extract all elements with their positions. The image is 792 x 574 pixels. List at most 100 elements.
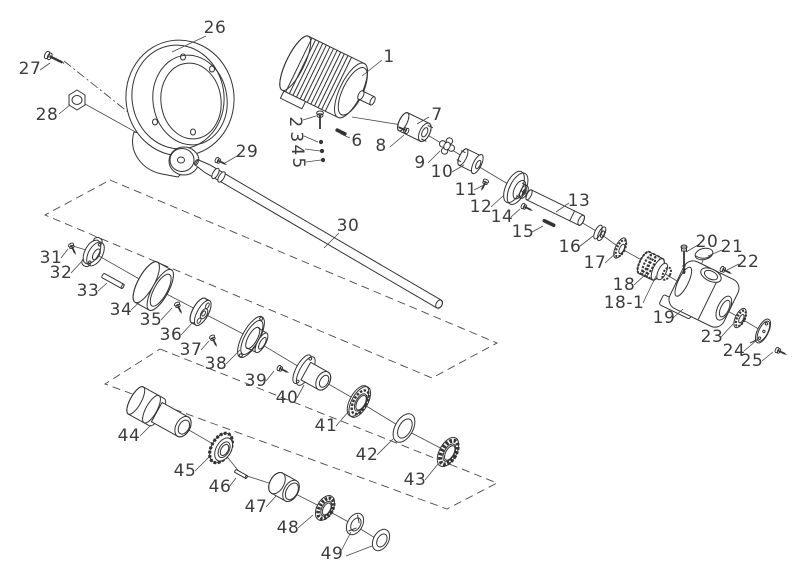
part-28-nut <box>68 89 86 111</box>
part-label-39: 39 <box>245 371 268 391</box>
part-43-bearing <box>436 436 460 468</box>
part-31-screw <box>66 241 80 257</box>
part-label-43: 43 <box>404 470 427 490</box>
part-47-bushing <box>268 472 300 502</box>
part-label-45: 45 <box>174 461 197 481</box>
part-label-29: 29 <box>236 142 259 162</box>
part-12-flanged-hub <box>503 170 529 205</box>
phantom-outline-upper <box>43 179 499 379</box>
part-33-pin <box>101 273 125 289</box>
part-label-22: 22 <box>737 252 760 272</box>
part-label-36: 36 <box>160 325 183 345</box>
part-13-shaft <box>525 189 585 226</box>
part-37-screw <box>207 333 221 349</box>
part-label-34: 34 <box>110 300 133 320</box>
part-label-14: 14 <box>491 207 514 227</box>
part-label-9: 9 <box>414 153 425 173</box>
part-48-bearing <box>314 495 336 521</box>
part-label-32: 32 <box>50 263 73 283</box>
part-20-bolt <box>680 244 688 274</box>
part-label-41: 41 <box>315 416 338 436</box>
part-45-gear <box>208 431 234 465</box>
part-label-49: 49 <box>321 544 344 564</box>
part-label-16: 16 <box>559 237 582 257</box>
part-41-bearing <box>346 385 372 418</box>
part-9-coupling-spider <box>438 137 456 155</box>
part-14-screw <box>519 201 535 215</box>
part-40-sleeve <box>292 354 332 391</box>
part-label-11: 11 <box>455 180 478 200</box>
part-label-10: 10 <box>431 162 454 182</box>
part-label-35: 35 <box>140 310 163 330</box>
part-label-17: 17 <box>584 253 607 273</box>
part-label-42: 42 <box>356 445 379 465</box>
part-labels: 1 2 3 4 5 6 7 8 9 10 11 12 13 14 15 16 1… <box>19 18 764 564</box>
part-label-26: 26 <box>204 18 227 38</box>
part-38-flange <box>237 315 269 359</box>
part-30-lead-shaft <box>193 159 444 309</box>
part-label-4: 4 <box>287 144 307 155</box>
part-label-13: 13 <box>568 191 591 211</box>
part-label-2: 2 <box>285 116 305 127</box>
part-label-46: 46 <box>209 477 232 497</box>
part-23-bearing <box>733 307 748 329</box>
part-label-18: 18 <box>613 275 636 295</box>
part-35-screw <box>172 300 186 316</box>
part-1-motor <box>279 35 376 119</box>
part-49-washer-b <box>371 528 391 552</box>
part-7-coupling-half <box>397 112 434 143</box>
part-label-24: 24 <box>723 341 746 361</box>
part-6-key <box>335 128 347 136</box>
part-29-screw <box>213 155 229 169</box>
part-10-coupling-half <box>456 148 484 175</box>
part-label-25: 25 <box>741 351 764 371</box>
part-18-1-gear <box>661 266 672 281</box>
part-17-bearing <box>613 237 628 259</box>
part-label-7: 7 <box>431 105 442 125</box>
part-label-47: 47 <box>245 497 268 517</box>
part-2-bolt <box>316 110 324 129</box>
part-44-stepped-shaft <box>126 386 192 438</box>
part-16-flange-nut <box>593 224 607 242</box>
part-5-washer <box>320 157 326 163</box>
part-label-12: 12 <box>470 197 493 217</box>
part-label-44: 44 <box>118 426 141 446</box>
part-26-headstock-housing <box>125 39 235 178</box>
part-24-end-cover <box>750 318 772 344</box>
part-46-pin <box>234 469 248 479</box>
part-36-spoked-hub <box>189 297 212 327</box>
part-27-screw <box>43 50 65 64</box>
part-label-15: 15 <box>512 222 535 242</box>
part-label-38: 38 <box>205 354 228 374</box>
part-label-37: 37 <box>180 340 203 360</box>
part-15-key <box>542 218 556 228</box>
part-4-washer <box>319 148 325 154</box>
part-25-screw <box>773 345 789 359</box>
part-11-screw <box>477 177 491 193</box>
part-18-step-pulley <box>636 250 672 281</box>
part-label-1: 1 <box>383 47 394 67</box>
part-3-washer <box>318 139 324 145</box>
part-label-6: 6 <box>351 131 362 151</box>
part-label-28: 28 <box>36 105 59 125</box>
part-label-3: 3 <box>286 131 306 142</box>
part-label-33: 33 <box>77 281 100 301</box>
part-21-oval-cap <box>694 247 714 261</box>
part-label-20: 20 <box>696 232 719 252</box>
part-42-ring <box>392 413 416 443</box>
phantom-outline-lower <box>103 348 499 510</box>
part-49-washer-a <box>345 512 365 536</box>
part-19-gearbox-housing <box>659 260 740 328</box>
part-label-21: 21 <box>721 237 744 257</box>
leader-lines <box>39 35 774 557</box>
part-label-40: 40 <box>276 388 299 408</box>
part-label-8: 8 <box>375 136 386 156</box>
part-label-18-1: 18-1 <box>604 293 645 313</box>
part-39-screw <box>275 363 291 377</box>
part-label-19: 19 <box>653 308 676 328</box>
part-label-31: 31 <box>40 248 63 268</box>
part-label-5: 5 <box>288 157 308 168</box>
part-label-23: 23 <box>701 327 724 347</box>
part-label-30: 30 <box>337 216 360 236</box>
